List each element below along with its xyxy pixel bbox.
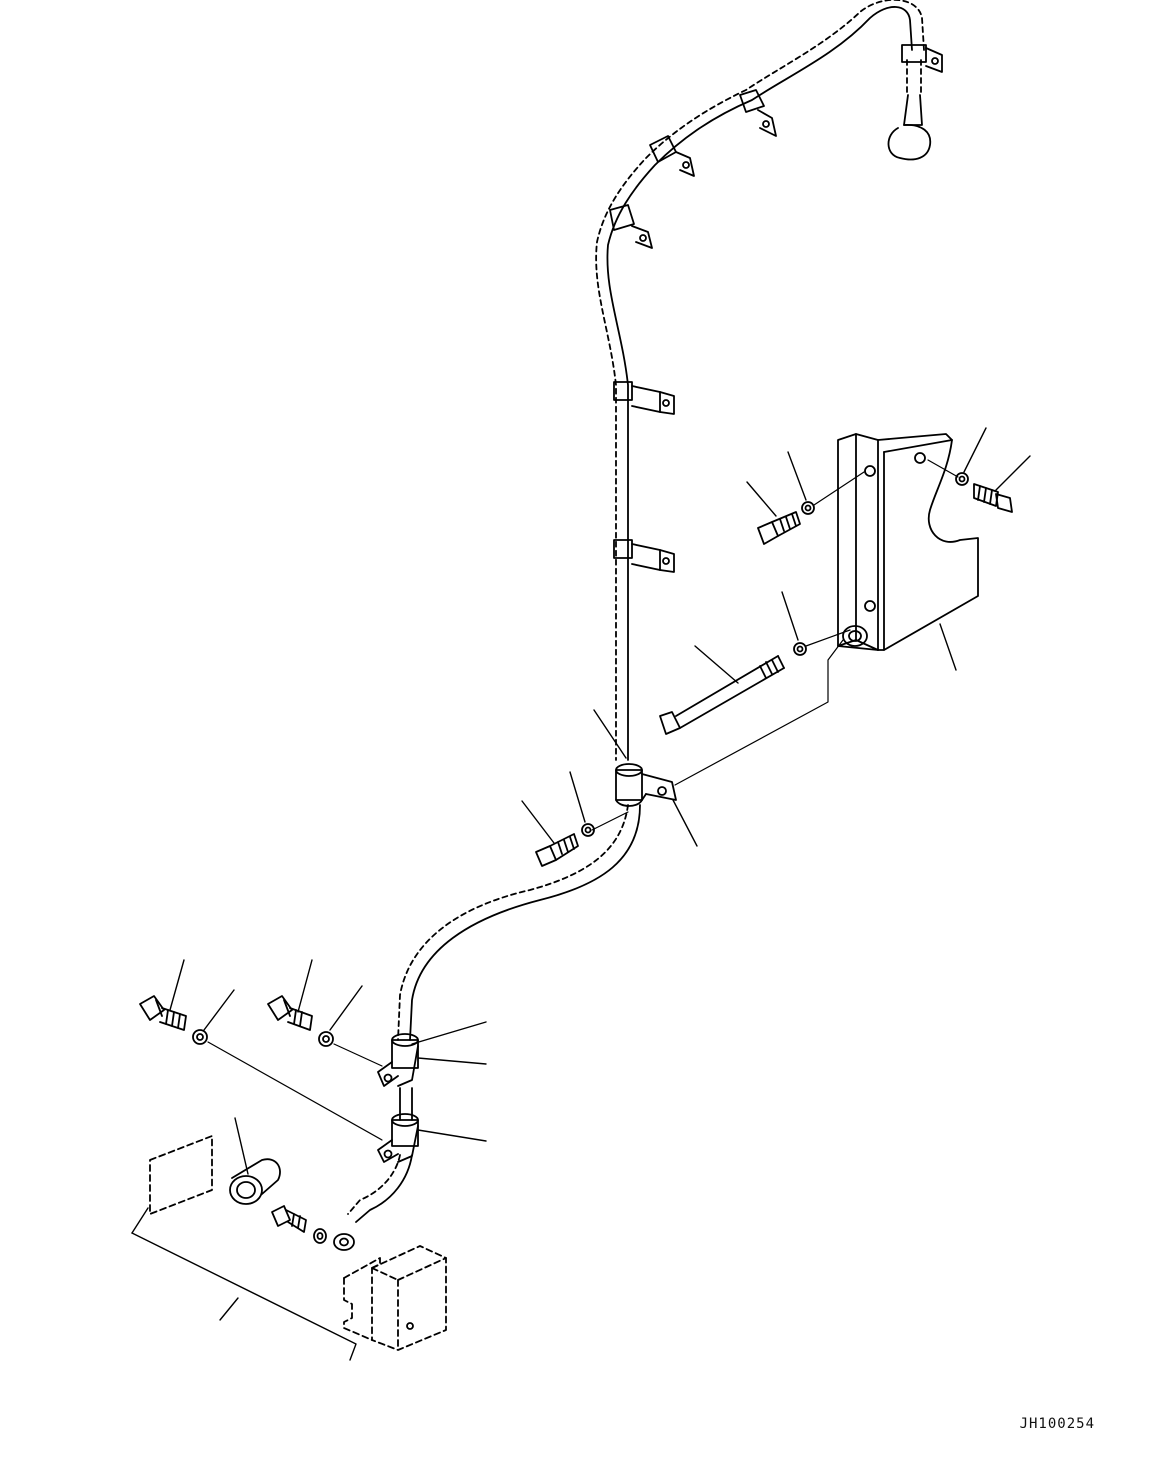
bracket-bolt-left (757, 511, 801, 545)
alignment-lines-lower (207, 1041, 383, 1141)
ground-bolt (271, 1205, 307, 1233)
mounting-bracket (837, 433, 979, 651)
cable-ring-terminal (333, 1233, 355, 1251)
lower-washer-1 (192, 1029, 208, 1045)
leader-lines (131, 427, 1031, 1361)
harness-clip-2 (739, 89, 777, 137)
clamp-washer-mid (581, 823, 595, 837)
harness-clip-5 (613, 381, 675, 415)
top-connector (887, 59, 932, 161)
lower-bolt-2 (267, 995, 313, 1031)
harness-clip-3 (649, 135, 695, 177)
mid-cable-clamp (615, 763, 677, 807)
bracket-washer-lower (793, 642, 807, 656)
harness-clip-6 (613, 539, 675, 573)
bracket-bolt-right (973, 483, 1013, 513)
bracket-washer-right (955, 472, 969, 486)
alignment-lines (591, 459, 959, 831)
lower-bolt-1 (139, 995, 187, 1031)
long-bolt (659, 655, 785, 735)
drawing-code: JH100254 (1019, 1416, 1095, 1432)
cable-harness-lower (347, 804, 641, 1223)
harness-clip-1 (901, 44, 943, 73)
bracket-washer-left (801, 501, 815, 515)
terminal-block (343, 1245, 447, 1351)
clamp-bolt-mid (535, 833, 579, 867)
cable-harness-upper (595, 0, 925, 761)
ground-sleeve (229, 1158, 281, 1205)
ground-washer (313, 1228, 327, 1244)
harness-clip-4 (609, 204, 653, 249)
lower-cable-clamp-1 (377, 1033, 419, 1087)
ground-mount-panel (149, 1135, 213, 1215)
lower-cable-clamp-2 (377, 1113, 419, 1163)
lower-washer-2 (318, 1031, 334, 1047)
